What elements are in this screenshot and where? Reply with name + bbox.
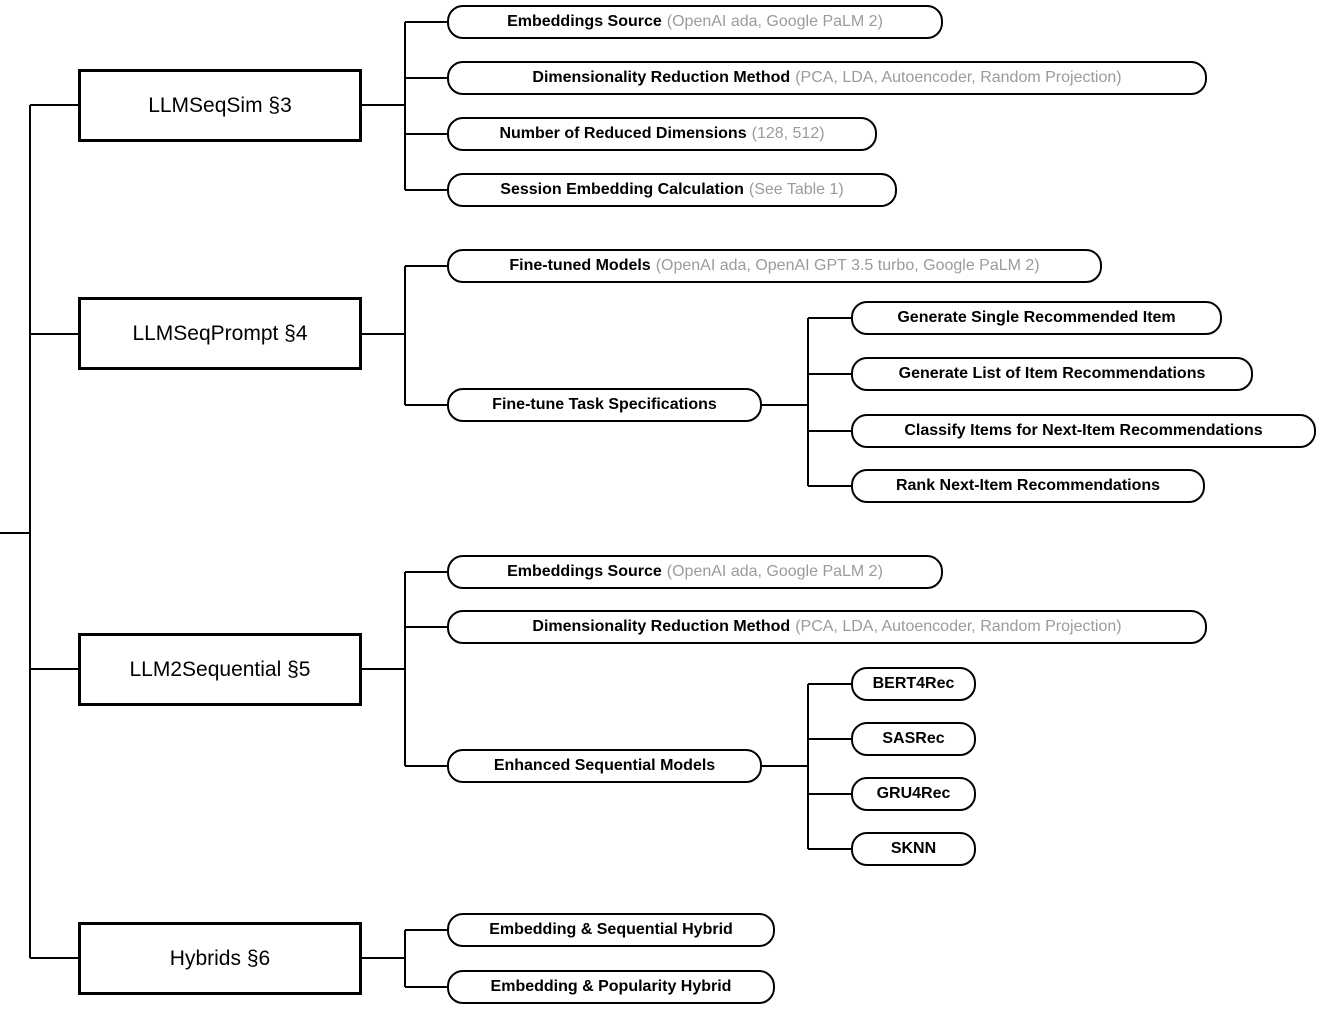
node-label: Generate List of Item Recommendations bbox=[898, 365, 1206, 382]
node-number-of-reduced-dimensions: Number of Reduced Dimensions (128, 512) bbox=[447, 117, 877, 151]
node-label: Embeddings Source bbox=[507, 563, 662, 580]
node-label: GRU4Rec bbox=[876, 785, 951, 802]
section-llmseqsim: LLMSeqSim §3 bbox=[78, 69, 362, 142]
node-embeddings-source-llmseqsim: Embeddings Source (OpenAI ada, Google Pa… bbox=[447, 5, 943, 39]
node-embeddings-source-llm2sequential: Embeddings Source (OpenAI ada, Google Pa… bbox=[447, 555, 943, 589]
node-label: Session Embedding Calculation bbox=[500, 181, 744, 198]
node-embedding-popularity-hybrid: Embedding & Popularity Hybrid bbox=[447, 970, 775, 1004]
section-label: LLMSeqPrompt §4 bbox=[132, 321, 308, 345]
node-label: Enhanced Sequential Models bbox=[493, 757, 716, 774]
node-label: Fine-tuned Models bbox=[509, 257, 651, 274]
section-hybrids: Hybrids §6 bbox=[78, 922, 362, 995]
node-label: SASRec bbox=[882, 730, 945, 747]
node-fine-tune-task-specifications: Fine-tune Task Specifications bbox=[447, 388, 762, 422]
node-dimensionality-reduction-method-llmseqsim: Dimensionality Reduction Method (PCA, LD… bbox=[447, 61, 1207, 95]
section-llmseqprompt: LLMSeqPrompt §4 bbox=[78, 297, 362, 370]
node-label: Generate Single Recommended Item bbox=[897, 309, 1176, 326]
node-label: BERT4Rec bbox=[872, 675, 955, 692]
node-label: Embedding & Sequential Hybrid bbox=[489, 921, 733, 938]
node-note: (OpenAI ada, Google PaLM 2) bbox=[666, 13, 883, 30]
node-generate-list-of-item-recommendations: Generate List of Item Recommendations bbox=[851, 357, 1253, 391]
node-label: Rank Next-Item Recommendations bbox=[895, 477, 1161, 494]
node-label: Dimensionality Reduction Method bbox=[532, 618, 791, 635]
node-label: SKNN bbox=[890, 840, 937, 857]
node-gru4rec: GRU4Rec bbox=[851, 777, 976, 811]
node-sknn: SKNN bbox=[851, 832, 976, 866]
section-llm2sequential: LLM2Sequential §5 bbox=[78, 633, 362, 706]
node-enhanced-sequential-models: Enhanced Sequential Models bbox=[447, 749, 762, 783]
node-sasrec: SASRec bbox=[851, 722, 976, 756]
node-label: Number of Reduced Dimensions bbox=[499, 125, 747, 142]
node-note: (PCA, LDA, Autoencoder, Random Projectio… bbox=[795, 69, 1122, 86]
node-label: Fine-tune Task Specifications bbox=[492, 396, 717, 413]
node-embedding-sequential-hybrid: Embedding & Sequential Hybrid bbox=[447, 913, 775, 947]
section-label: LLM2Sequential §5 bbox=[129, 657, 311, 681]
node-label: Embedding & Popularity Hybrid bbox=[490, 978, 732, 995]
node-label: Dimensionality Reduction Method bbox=[532, 69, 791, 86]
node-rank-next-item-recommendations: Rank Next-Item Recommendations bbox=[851, 469, 1205, 503]
node-session-embedding-calculation: Session Embedding Calculation (See Table… bbox=[447, 173, 897, 207]
node-note: (PCA, LDA, Autoencoder, Random Projectio… bbox=[795, 618, 1122, 635]
node-note: (See Table 1) bbox=[748, 181, 844, 198]
node-note: (128, 512) bbox=[751, 125, 825, 142]
node-note: (OpenAI ada, Google PaLM 2) bbox=[666, 563, 883, 580]
section-label: Hybrids §6 bbox=[169, 946, 271, 970]
node-generate-single-recommended-item: Generate Single Recommended Item bbox=[851, 301, 1222, 335]
node-fine-tuned-models: Fine-tuned Models (OpenAI ada, OpenAI GP… bbox=[447, 249, 1102, 283]
node-note: (OpenAI ada, OpenAI GPT 3.5 turbo, Googl… bbox=[655, 257, 1040, 274]
node-dimensionality-reduction-method-llm2sequential: Dimensionality Reduction Method (PCA, LD… bbox=[447, 610, 1207, 644]
node-label: Classify Items for Next-Item Recommendat… bbox=[904, 422, 1263, 439]
section-label: LLMSeqSim §3 bbox=[148, 93, 292, 117]
node-label: Embeddings Source bbox=[507, 13, 662, 30]
node-classify-items-for-next-item-recommendations: Classify Items for Next-Item Recommendat… bbox=[851, 414, 1316, 448]
node-bert4rec: BERT4Rec bbox=[851, 667, 976, 701]
